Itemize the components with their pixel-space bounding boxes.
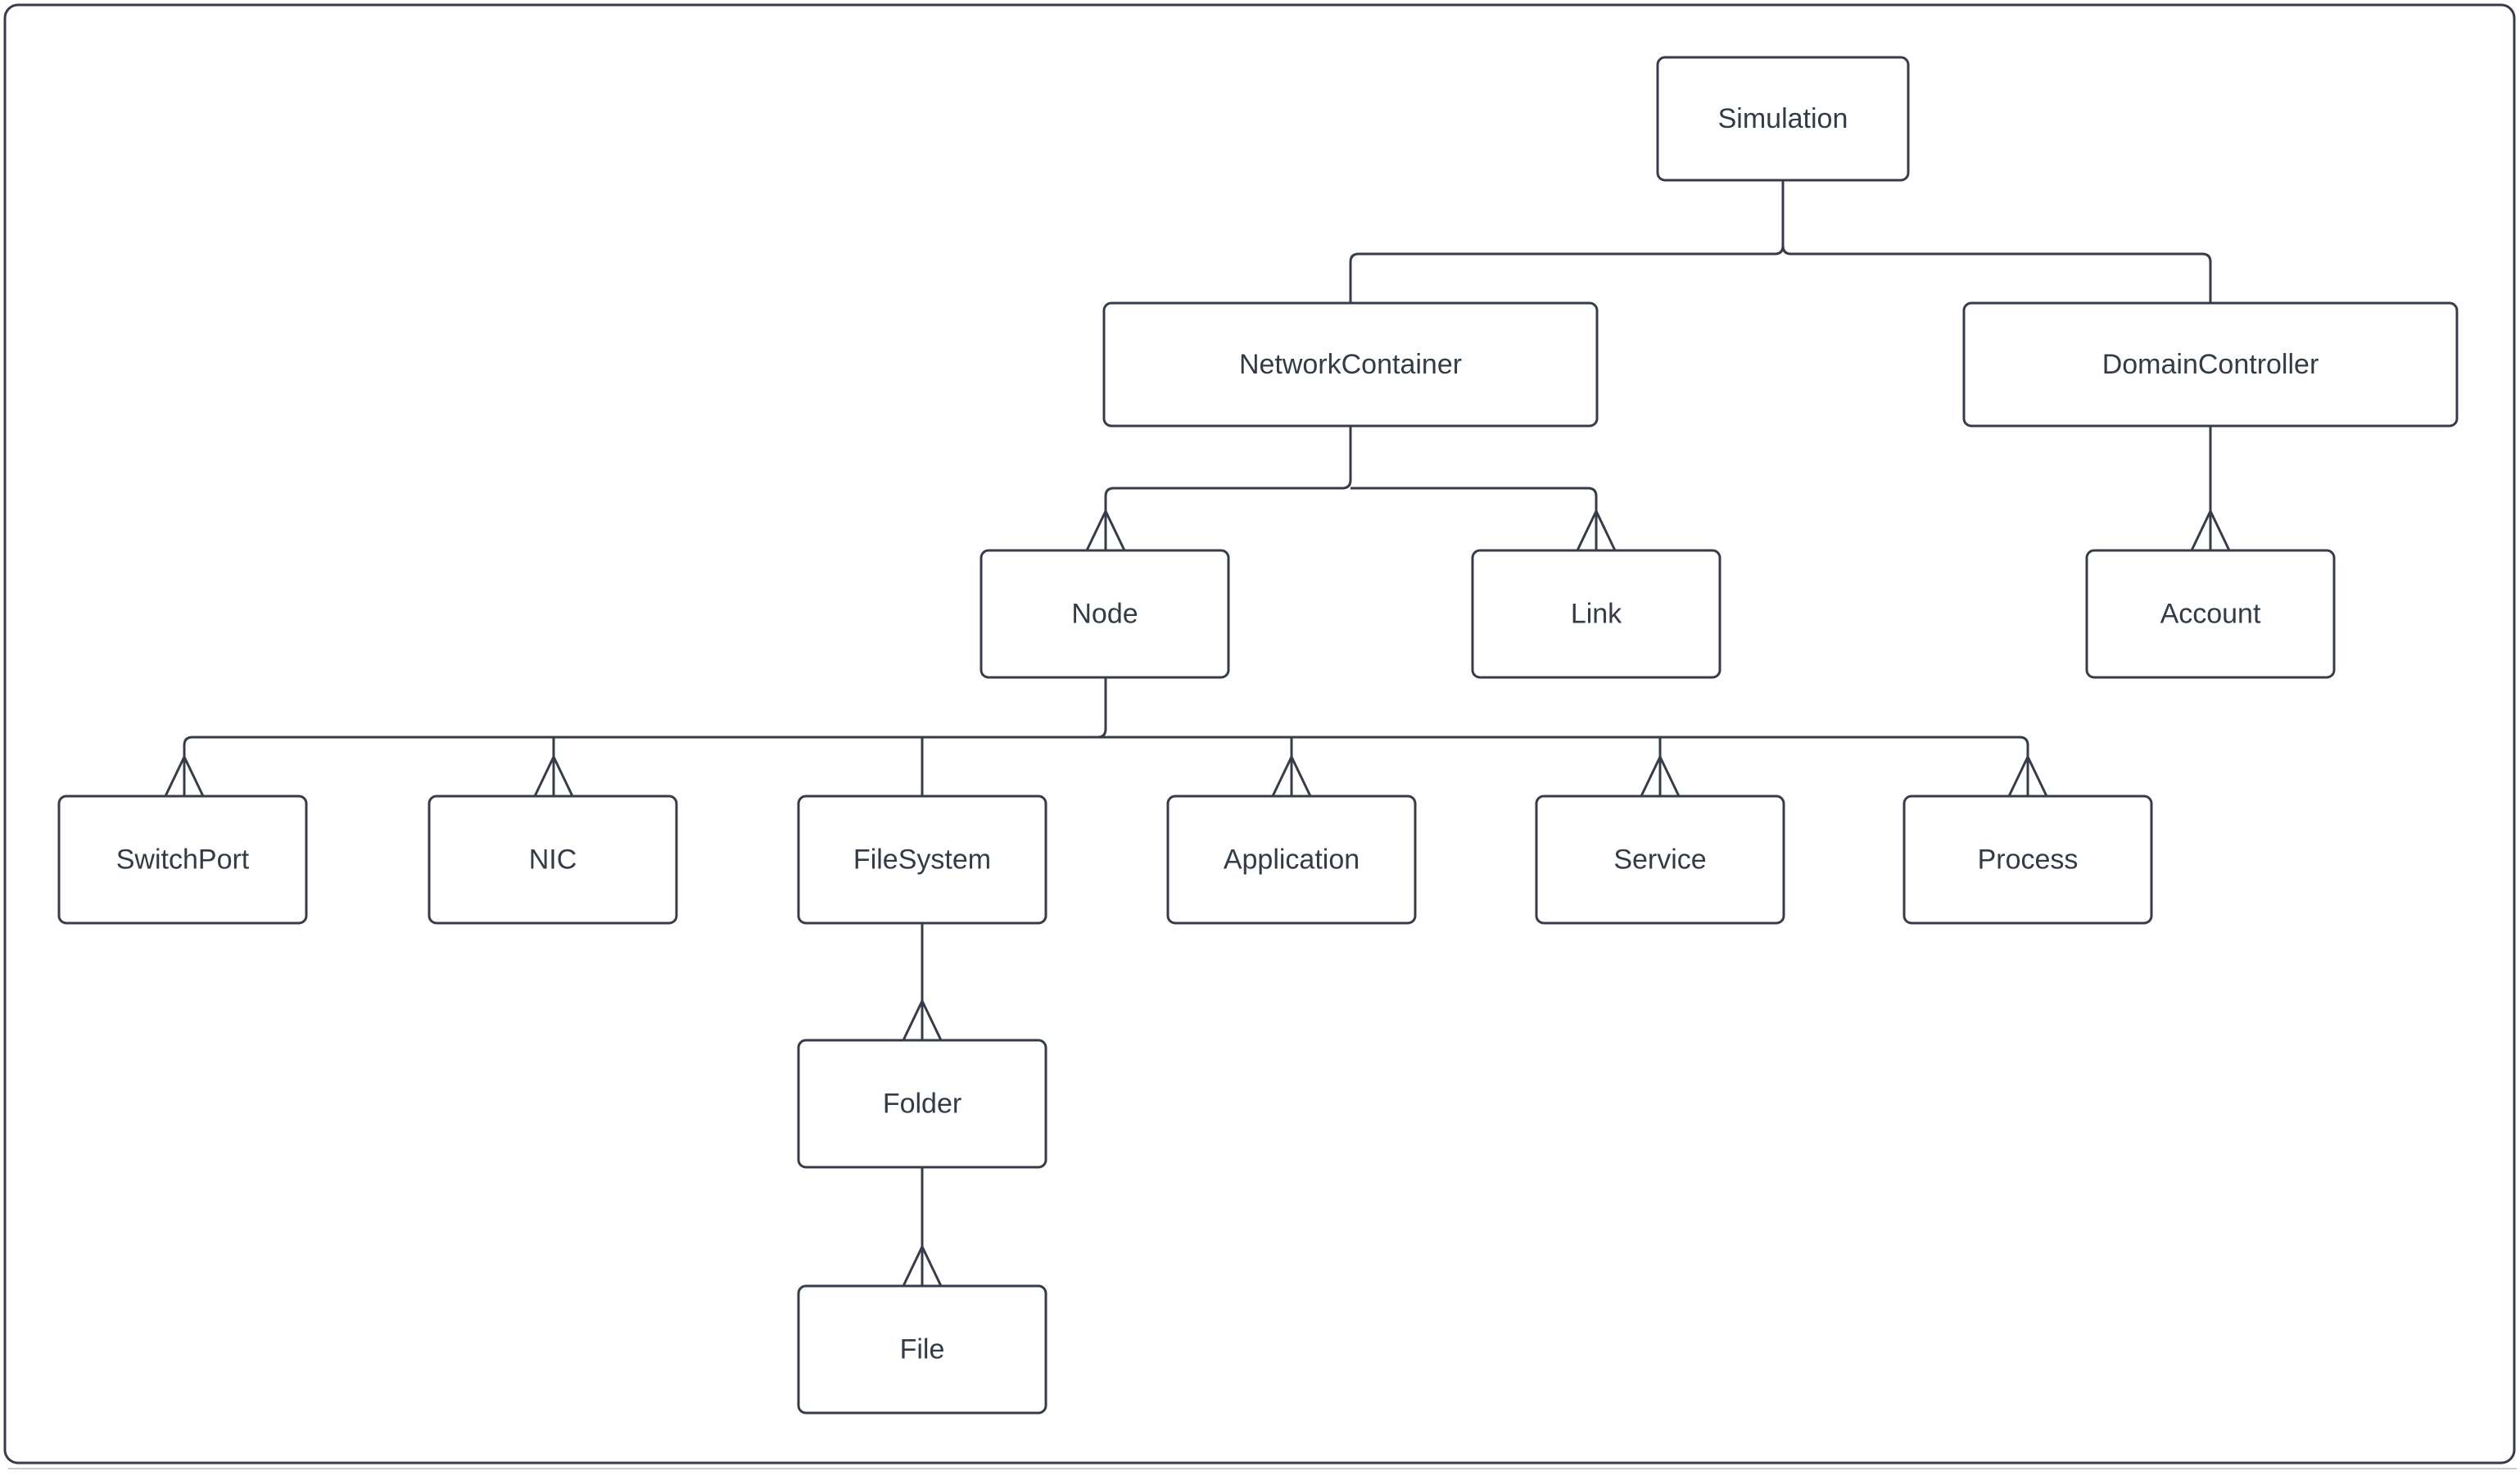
class-node-simulation[interactable]: Simulation — [1656, 56, 1910, 182]
class-label-account: Account — [2160, 598, 2261, 629]
class-node-folder[interactable]: Folder — [797, 1039, 1047, 1169]
class-label-folder: Folder — [883, 1088, 961, 1119]
class-node-domaincontroller[interactable]: DomainController — [1962, 301, 2459, 428]
class-label-nic: NIC — [529, 844, 577, 875]
connector-node-bus-nic — [552, 736, 1106, 796]
class-node-nic[interactable]: NIC — [428, 795, 678, 925]
class-node-switchport[interactable]: SwitchPort — [57, 795, 308, 925]
class-node-file[interactable]: File — [797, 1284, 1047, 1415]
class-label-link: Link — [1571, 598, 1622, 629]
generalization-arrow-folder — [902, 998, 943, 1041]
connector-netcontainer-bus-r — [1350, 487, 1598, 550]
class-label-application: Application — [1224, 844, 1360, 875]
generalization-arrow-process — [2007, 754, 2048, 797]
connector-node-bus-app — [1106, 736, 1293, 796]
class-label-node: Node — [1071, 598, 1138, 629]
class-label-switchport: SwitchPort — [116, 844, 250, 875]
edges-layer — [183, 180, 2212, 1286]
class-label-networkcontainer: NetworkContainer — [1239, 349, 1462, 380]
arrowheads-layer — [164, 508, 2231, 1287]
class-label-service: Service — [1613, 844, 1706, 875]
class-node-process[interactable]: Process — [1902, 795, 2153, 925]
class-box-node[interactable] — [979, 549, 1230, 679]
generalization-arrow-nic — [533, 754, 574, 797]
class-label-simulation: Simulation — [1718, 103, 1848, 134]
class-node-service[interactable]: Service — [1535, 795, 1785, 925]
generalization-arrow-application — [1271, 754, 1312, 797]
class-label-domaincontroller: DomainController — [2102, 349, 2319, 380]
class-box-application[interactable] — [1166, 795, 1417, 925]
connector-node-bus-proc — [1660, 736, 2029, 796]
generalization-arrow-file — [902, 1243, 943, 1287]
generalization-arrow-switchport — [164, 754, 205, 797]
connector-simulation-bus — [1349, 180, 1785, 303]
class-box-domaincontroller[interactable] — [1962, 301, 2459, 428]
class-label-process: Process — [1978, 844, 2079, 875]
class-box-simulation[interactable] — [1656, 56, 1910, 182]
class-node-link[interactable]: Link — [1471, 549, 1721, 679]
class-node-account[interactable]: Account — [2085, 549, 2336, 679]
connector-simulation-bus-right — [1781, 245, 2212, 303]
generalization-arrow-node — [1085, 508, 1126, 551]
class-box-service[interactable] — [1535, 795, 1785, 925]
page-frame — [3, 3, 2516, 1465]
class-node-application[interactable]: Application — [1166, 795, 1417, 925]
class-box-link[interactable] — [1471, 549, 1721, 679]
class-node-networkcontainer[interactable]: NetworkContainer — [1102, 301, 1599, 428]
class-box-account[interactable] — [2085, 549, 2336, 679]
class-box-nic[interactable] — [428, 795, 678, 925]
class-box-switchport[interactable] — [57, 795, 308, 925]
generalization-arrow-account — [2190, 508, 2231, 551]
generalization-arrow-link — [1576, 508, 1617, 551]
page-frame-group — [3, 3, 2517, 1469]
connector-node-bus-svc — [1292, 736, 1662, 796]
connector-netcontainer-bus — [1104, 426, 1352, 550]
class-box-filesystem[interactable] — [797, 795, 1047, 925]
class-box-file[interactable] — [797, 1284, 1047, 1415]
class-box-networkcontainer[interactable] — [1102, 301, 1599, 428]
class-box-process[interactable] — [1902, 795, 2153, 925]
class-node-node[interactable]: Node — [979, 549, 1230, 679]
class-box-folder[interactable] — [797, 1039, 1047, 1169]
class-label-file: File — [900, 1333, 945, 1365]
class-label-filesystem: FileSystem — [853, 844, 991, 875]
class-node-filesystem[interactable]: FileSystem — [797, 795, 1047, 925]
generalization-arrow-service — [1640, 754, 1681, 797]
